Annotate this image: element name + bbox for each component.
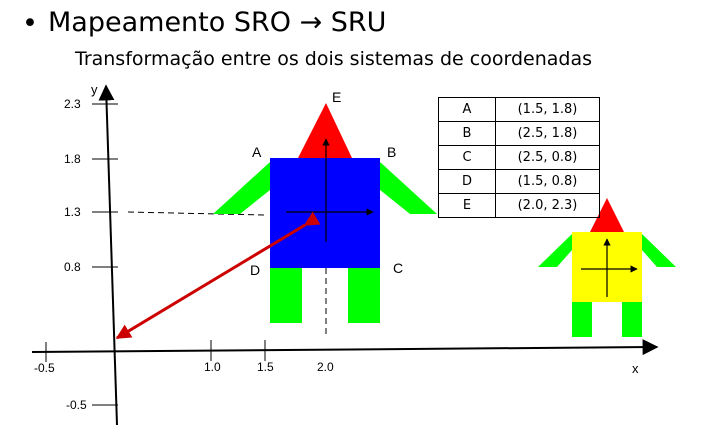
point-name-cell: A <box>438 97 496 122</box>
table-row: E (2.0, 2.3) <box>438 193 600 218</box>
robot-large-left-leg <box>270 267 302 323</box>
x-tick-label: 2.0 <box>317 360 334 374</box>
x-tick-label: 1.0 <box>204 360 221 374</box>
slide-title: Mapeamento SRO → SRU <box>48 7 387 38</box>
robot-small <box>538 198 676 337</box>
robot-small-head <box>590 198 624 232</box>
table-row: D (1.5, 0.8) <box>438 169 600 194</box>
x-tick-label: -0.5 <box>34 361 55 375</box>
y-tick-label: 1.3 <box>64 205 81 219</box>
robot-small-left-arm <box>538 234 572 267</box>
point-coords-cell: (1.5, 0.8) <box>495 169 600 194</box>
robot-large <box>213 103 437 323</box>
point-name-cell: D <box>438 169 496 194</box>
guide-line-horizontal <box>127 211 266 216</box>
y-axis-label: y <box>91 82 98 97</box>
point-coords-cell: (2.0, 2.3) <box>495 193 600 218</box>
point-label-b: B <box>387 144 396 160</box>
point-name-cell: C <box>438 145 496 170</box>
y-tick-label: 0.8 <box>64 260 81 274</box>
coordinates-table: A (1.5, 1.8) B (2.5, 1.8) C (2.5, 0.8) D… <box>438 97 600 218</box>
point-name-cell: B <box>438 121 496 146</box>
point-label-d: D <box>250 262 260 278</box>
point-label-e: E <box>332 89 341 105</box>
robot-small-right-arm <box>642 234 676 267</box>
y-tick-label: -0.5 <box>66 398 87 412</box>
x-tick-label: 1.5 <box>257 360 274 374</box>
table-row: B (2.5, 1.8) <box>438 121 600 146</box>
point-label-c: C <box>393 260 403 276</box>
robot-large-right-leg <box>348 267 380 323</box>
robot-small-right-leg <box>622 301 642 337</box>
slide-subtitle: Transformação entre os dois sistemas de … <box>75 48 592 70</box>
bullet-point: • <box>22 8 38 39</box>
y-axis <box>98 84 118 426</box>
robot-small-left-leg <box>572 301 592 337</box>
table-row: A (1.5, 1.8) <box>438 97 600 122</box>
robot-large-body <box>270 158 380 268</box>
x-axis-label: x <box>632 361 639 376</box>
transformation-arrow <box>115 211 321 340</box>
y-tick-label: 1.8 <box>64 152 81 166</box>
x-axis <box>31 339 659 356</box>
robot-large-right-arm <box>380 162 437 214</box>
point-coords-cell: (2.5, 0.8) <box>495 145 600 170</box>
robot-large-head <box>298 103 352 158</box>
table-row: C (2.5, 0.8) <box>438 145 600 170</box>
point-name-cell: E <box>438 193 496 218</box>
point-coords-cell: (2.5, 1.8) <box>495 121 600 146</box>
y-tick-label: 2.3 <box>64 97 81 111</box>
point-label-a: A <box>252 144 262 160</box>
robot-large-left-arm <box>213 162 270 214</box>
point-coords-cell: (1.5, 1.8) <box>495 97 600 122</box>
